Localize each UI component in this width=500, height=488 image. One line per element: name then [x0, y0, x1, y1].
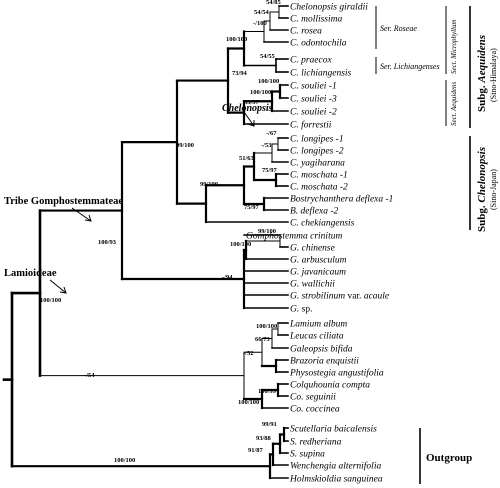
taxon-label: G. wallichii [290, 280, 335, 290]
tree-branches [2, 5, 289, 480]
label-sect-aequidens: Sect. Aequidens [450, 82, 458, 126]
taxon-label: C. moschata -1 [290, 171, 348, 181]
support-value: 51/63 [239, 155, 255, 162]
support-value: 100/99 [258, 388, 277, 395]
taxon-label: C. odontochila [290, 39, 347, 49]
taxon-label: G. chinense [290, 244, 335, 254]
taxon-label: G. javanicaum [290, 268, 346, 278]
label-subg-aequidens: Subg. Aequidens [476, 35, 488, 112]
support-value: 73/94 [232, 70, 248, 77]
taxon-label: C. souliei -1 [290, 82, 337, 92]
taxon-labels: Chelonopsis giraldii C. mollissima C. rose… [246, 3, 393, 485]
support-value: 93/88 [256, 435, 272, 442]
taxon-label: Physostegia angustifolia [289, 368, 384, 379]
label-subg-chelonopsis-region: (Sino-Japan) [489, 169, 498, 210]
support-value: 75/97 [262, 167, 278, 174]
support-value: 100/100 [258, 78, 279, 85]
taxon-label: Wenchengia alternifolia [290, 461, 381, 472]
taxon-label: Bostrychanthera deflexa -1 [290, 194, 393, 205]
support-value: 100/100 [238, 399, 259, 406]
label-ser-roseae: Ser. Roseae [380, 24, 417, 33]
arrow-head-lamioideae [59, 286, 67, 294]
taxon-label: Co. seguinii [290, 393, 336, 403]
taxon-label: G. strobilinum var. acaule [290, 292, 389, 302]
clade-label-tribe: Tribe Gomphostemmateae [4, 196, 123, 207]
support-value: 53/57 [244, 99, 260, 106]
support-value: 54/54 [254, 9, 270, 16]
taxon-label: B. deflexa -2 [290, 206, 339, 217]
label-ser-lichiangenses: Ser. Lichiangenses [380, 62, 440, 71]
support-value: 66/73 [255, 336, 271, 343]
clade-label-lamioideae: Lamioideae [4, 268, 57, 279]
taxon-label: Colquhounia compta [290, 381, 370, 391]
support-value: 100/93 [98, 239, 117, 246]
taxon-label: C. moschata -2 [290, 183, 348, 193]
support-value: 100/100 [40, 297, 61, 304]
label-subg-chelonopsis: Subg. Chelonopsis [476, 147, 488, 232]
taxon-label: C. rosea [290, 27, 322, 37]
support-value: 75/97 [244, 204, 260, 211]
taxon-label: S. redheriana [290, 438, 342, 448]
arrow-head-tribe [84, 214, 92, 222]
support-values: 54/85 54/54 -/100 54/55 100/100 100/100 100/10… [40, 0, 282, 464]
taxon-label: C. mollissima [290, 15, 343, 25]
support-value: -/67 [266, 130, 277, 137]
taxon-label: C. lichiangensis [290, 69, 352, 79]
taxon-label: Holmskioldia sanguinea [289, 475, 383, 485]
taxon-label: C. souliei -3 [290, 95, 337, 105]
support-value: 54/55 [260, 53, 276, 60]
taxon-label: C. souliei -2 [290, 108, 337, 118]
taxon-label: G. arbusculum [290, 256, 347, 266]
support-value: -/52 [243, 350, 253, 357]
taxon-label: Co. coccinea [290, 405, 340, 415]
support-value: -/54 [84, 372, 95, 379]
support-value: 100/100 [226, 36, 247, 43]
arrow-lamioideae [49, 279, 67, 294]
support-value: 99/91 [262, 421, 277, 428]
support-value: 99/100 [200, 181, 218, 188]
support-value: -/53 [261, 142, 272, 149]
taxon-label: Chelonopsis giraldii [290, 3, 368, 13]
taxon-label: Scutellaria baicalensis [290, 425, 377, 435]
arrow-head-chelonopsis [247, 120, 255, 127]
label-sect-microphyllum: Sect. Microphyllum [450, 19, 458, 74]
taxon-label: C. forrestii [290, 120, 332, 131]
support-value: 54/85 [266, 0, 282, 6]
arrow-chelonopsis [243, 111, 255, 127]
taxon-label: S. supina [290, 450, 325, 460]
taxon-label: C. yagiharana [290, 159, 345, 169]
taxon-label: Galeopsis bifida [290, 344, 353, 355]
taxon-label: Leucas ciliata [289, 332, 344, 342]
support-value: 100/100 [230, 241, 251, 248]
clade-label-chelonopsis: Chelonopsis [222, 103, 273, 114]
taxon-label: Lamium album [289, 320, 347, 330]
support-value: -/100 [253, 20, 267, 27]
support-value: 100/100 [256, 323, 277, 330]
support-value: 99/100 [176, 142, 194, 149]
arrow-tribe [71, 207, 92, 222]
taxon-label: C. longipes -2 [290, 147, 344, 157]
label-subg-aequidens-region: (Sino-Himalaya) [489, 48, 498, 102]
support-value: -/94 [222, 274, 233, 281]
taxon-label: G. sp. [290, 305, 312, 315]
support-value: 100/100 [114, 457, 135, 464]
taxon-label: C. longipes -1 [290, 135, 344, 145]
taxon-label: C. chekiangensis [290, 219, 355, 229]
taxon-label: C. praecox [290, 56, 332, 66]
support-value: 100/100 [250, 89, 271, 96]
taxon-label: Brazoria enquistii [290, 357, 359, 367]
label-outgroup: Outgroup [426, 452, 472, 464]
taxon-label: Gomphostemma crinitum [246, 232, 342, 242]
support-value: 99/100 [258, 228, 276, 235]
support-value: 91/87 [248, 447, 264, 454]
